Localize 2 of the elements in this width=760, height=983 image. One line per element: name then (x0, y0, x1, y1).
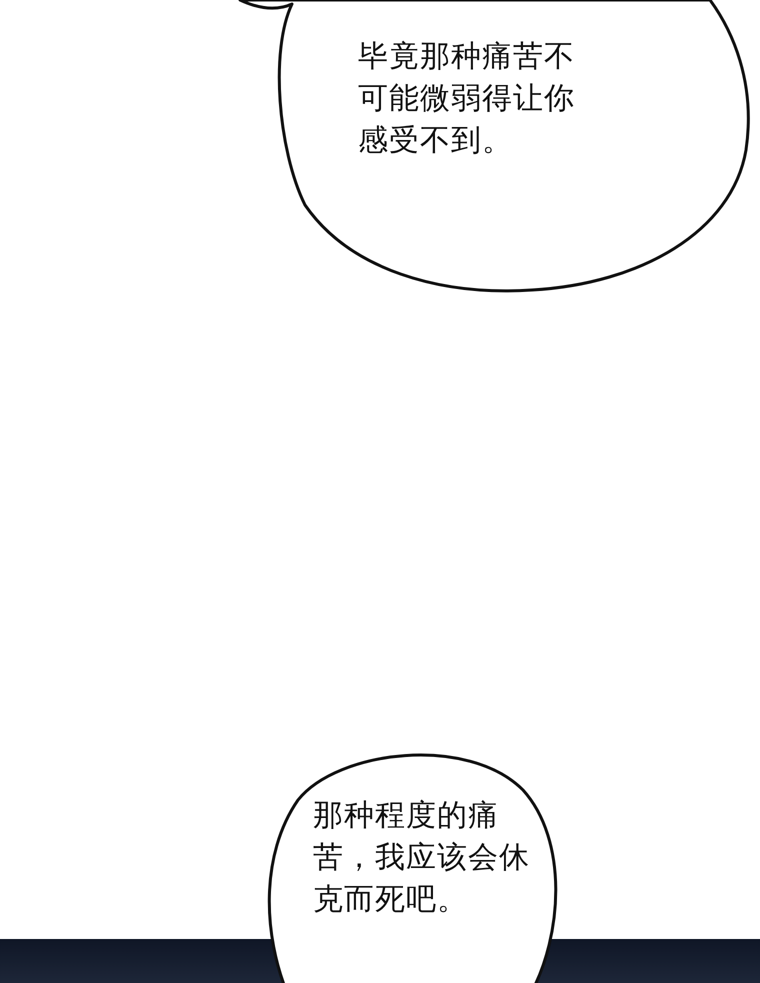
speech-text: 那种程度的痛苦，我应该会休克而死吧。 (313, 797, 531, 919)
speech-text: 毕竟那种痛苦不可能微弱得让你感受不到。 (358, 38, 576, 160)
